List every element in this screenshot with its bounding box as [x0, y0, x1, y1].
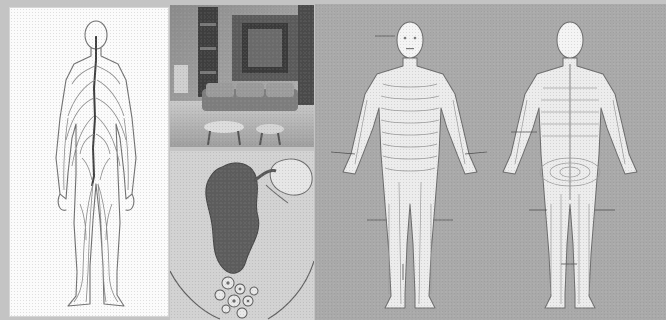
- nervous-system-illustration: [10, 8, 168, 316]
- nervous-system-figure: [10, 8, 168, 316]
- dermatome-map: [315, 4, 666, 320]
- room-scene: [170, 5, 314, 147]
- intestine-illustration: [170, 151, 314, 320]
- dermatome-figures: [315, 4, 666, 320]
- room-photo: [170, 5, 314, 147]
- intestine-figure: [170, 151, 314, 320]
- spinal-cord: [92, 36, 96, 186]
- body-outline: [56, 48, 136, 306]
